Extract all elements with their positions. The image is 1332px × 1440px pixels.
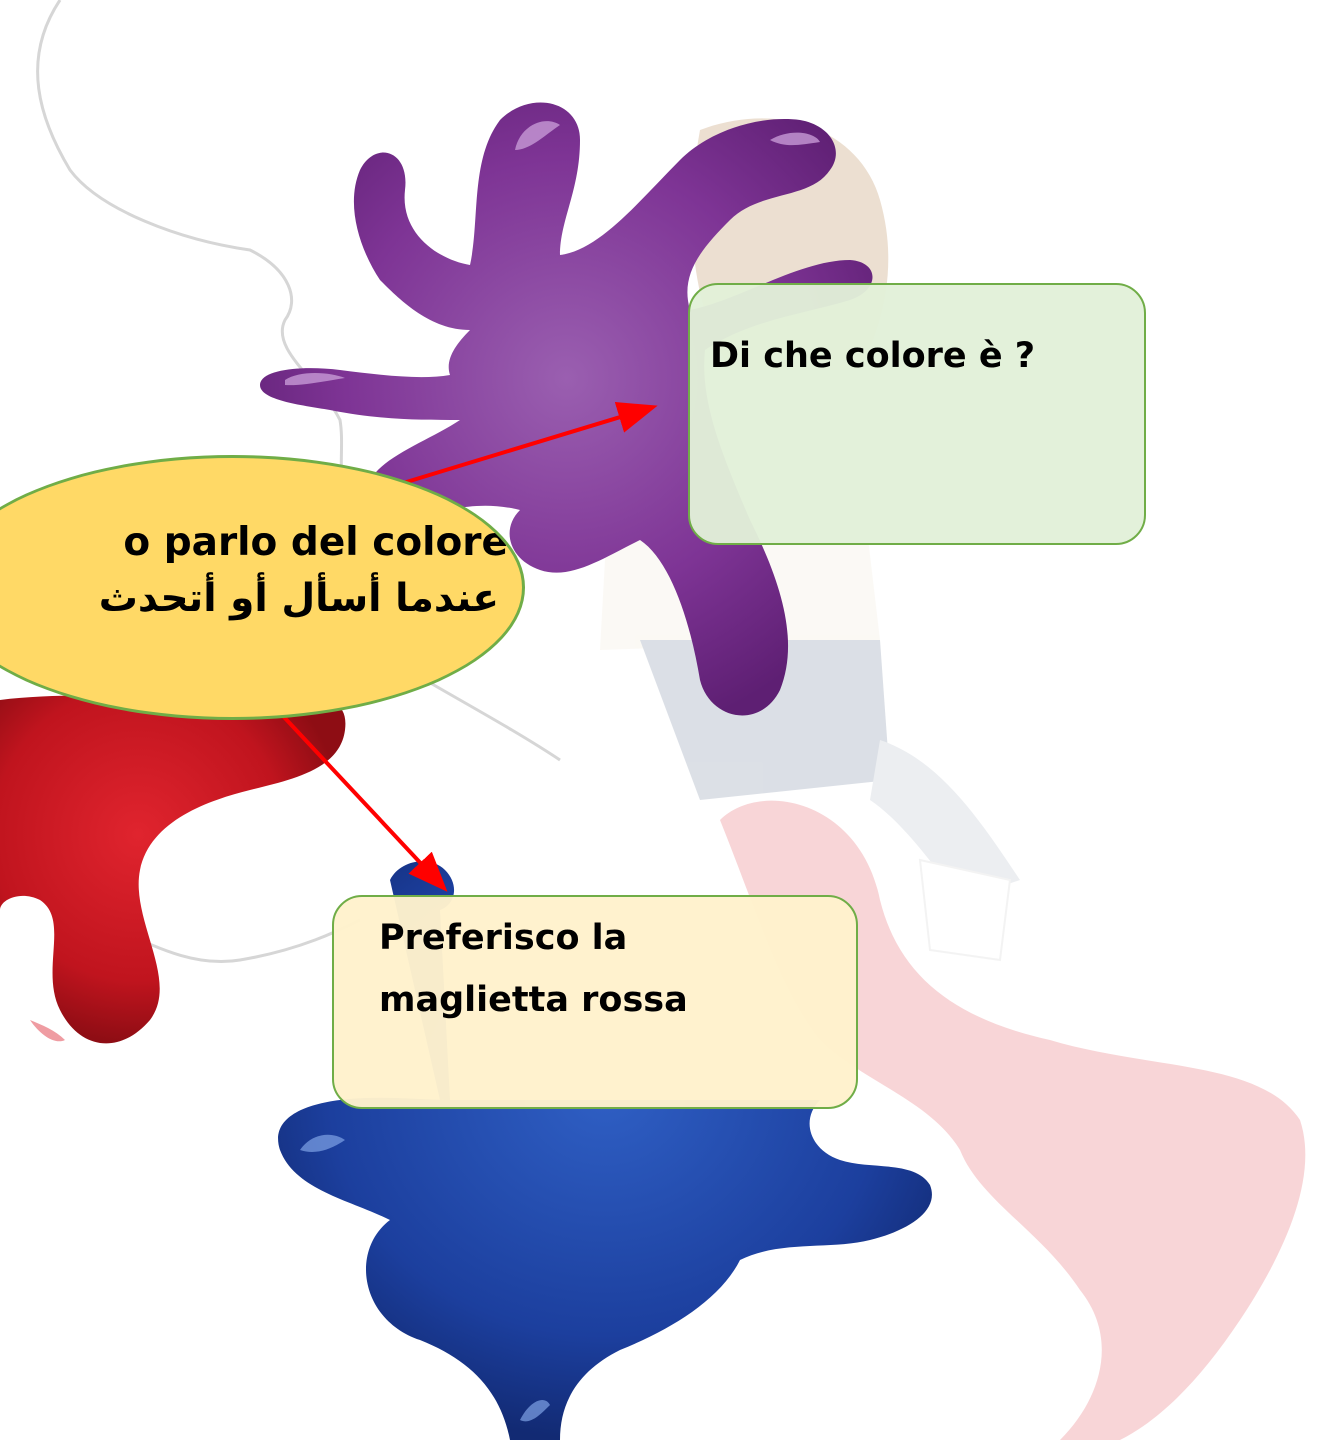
arrow-to-question	[389, 401, 658, 489]
question-box: Di che colore è ?	[688, 283, 1146, 545]
answer-box: Preferisco la maglietta rossa	[332, 895, 858, 1109]
purple-paint-splash	[260, 102, 873, 716]
topic-line-italian: o parlo del colore	[123, 520, 508, 565]
faded-italy-shape	[720, 800, 1306, 1440]
topic-line-arabic: عندما أسأل أو أتحدث	[98, 576, 499, 621]
question-text: Di che colore è ?	[710, 336, 1036, 376]
answer-text: Preferisco la maglietta rossa	[379, 918, 688, 1020]
arrow-to-answer	[266, 698, 448, 892]
topic-bubble: o parlo del colore عندما أسأل أو أتحدث	[0, 455, 525, 720]
red-paint-splash	[0, 695, 346, 1044]
